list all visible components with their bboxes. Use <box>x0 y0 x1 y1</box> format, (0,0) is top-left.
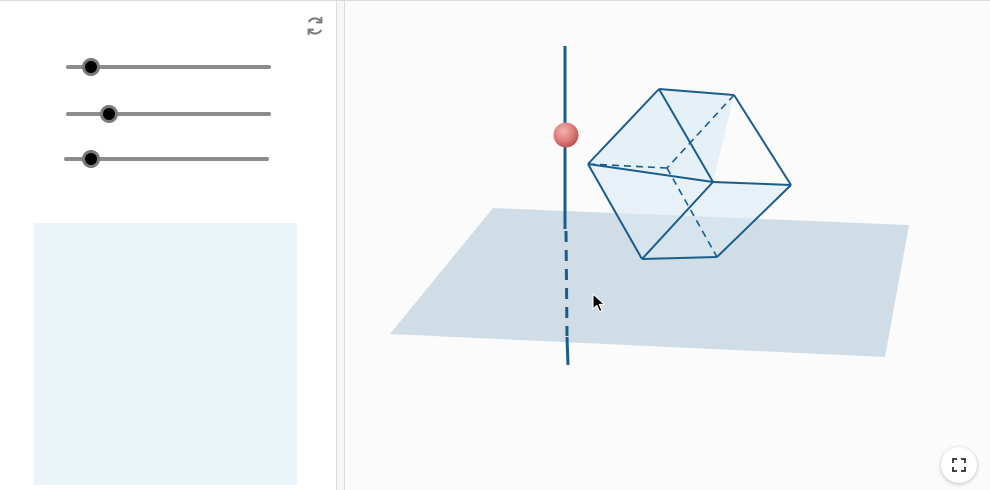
slider-thumb[interactable] <box>81 150 100 168</box>
slider-1[interactable] <box>66 58 271 76</box>
algebra-panel <box>0 1 336 490</box>
slider-3[interactable] <box>64 150 269 168</box>
slider-thumb[interactable] <box>81 58 100 76</box>
graphics-3d-view[interactable] <box>345 1 990 490</box>
refresh-icon <box>307 16 323 36</box>
cube-hidden-edges <box>587 94 735 258</box>
slider-track <box>66 112 271 116</box>
slider-track <box>64 157 269 161</box>
fullscreen-button[interactable] <box>941 447 977 483</box>
cube-face-front <box>588 164 791 259</box>
image-area <box>34 223 297 485</box>
cube-edges[interactable] <box>587 88 792 260</box>
cursor-arrow-icon <box>592 293 605 313</box>
slider-2[interactable] <box>66 105 271 123</box>
scene-3d[interactable] <box>345 1 990 490</box>
ground-plane[interactable] <box>390 208 909 357</box>
panel-splitter[interactable] <box>336 1 345 490</box>
vertical-line-lower[interactable] <box>565 336 570 366</box>
slider-thumb[interactable] <box>100 105 119 123</box>
fullscreen-icon <box>952 458 966 472</box>
point-on-line[interactable] <box>553 122 579 148</box>
cube-face-top <box>588 89 734 182</box>
reset-button[interactable] <box>302 13 328 39</box>
slider-track <box>66 65 271 69</box>
